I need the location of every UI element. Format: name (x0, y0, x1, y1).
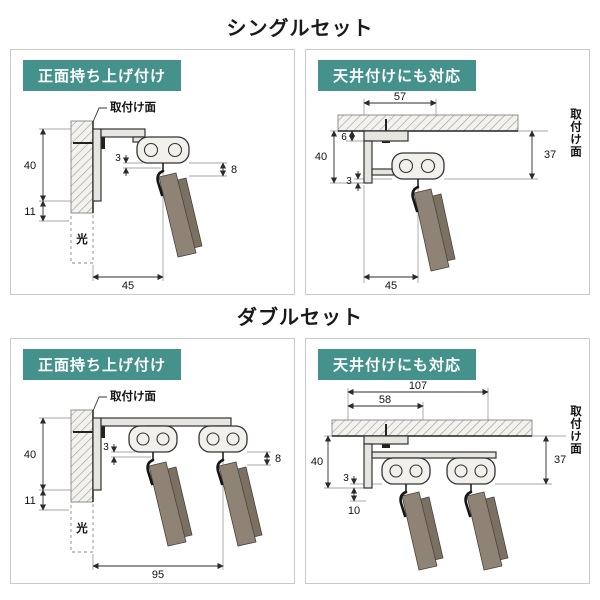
dimensions: 57 6 40 3 37 45 (314, 91, 555, 291)
dim-58-label: 58 (378, 394, 390, 406)
diagram-single-ceiling: 57 6 40 3 37 45 (314, 91, 555, 291)
dim-107-label: 107 (408, 380, 426, 392)
mount-surface-label-vertical: 取付け面 (569, 108, 581, 158)
light-label: 光 (75, 232, 88, 246)
curtain-rear (215, 452, 262, 547)
dim-6-label: 6 (341, 132, 347, 143)
single-panel-row: 正面持ち上げ付け (10, 49, 590, 295)
curtain (410, 179, 455, 272)
curtain-rail-profile-front (380, 457, 431, 485)
panel-header-front-mount: 正面持ち上げ付け (23, 349, 182, 380)
wall-bracket (72, 128, 146, 202)
mount-surface-callout: 取付け面 (92, 389, 156, 412)
dim-40-label: 40 (310, 456, 322, 468)
diagram-double-ceiling: 107 58 40 3 10 37 (310, 380, 566, 571)
curtain-rear (463, 484, 508, 571)
mount-surface-label-vertical: 取付け面 (569, 405, 581, 455)
double-panel-row: 正面持ち上げ付け (10, 338, 590, 584)
panel-double-front: 正面持ち上げ付け (10, 338, 295, 584)
mount-surface-callout: 取付け面 (92, 100, 156, 123)
curtain-rail-profile (390, 152, 445, 180)
dim-10-label: 10 (347, 505, 359, 517)
mount-surface-label: 取付け面 (110, 100, 156, 114)
dim-8-label: 8 (275, 453, 281, 465)
dim-11-label: 11 (24, 206, 35, 218)
panel-header-ceiling-mount: 天井付けにも対応 (318, 60, 477, 91)
dim-40-label: 40 (23, 160, 35, 172)
dim-45-label: 45 (121, 280, 133, 291)
ceiling-bracket (362, 424, 497, 489)
ceiling (337, 114, 518, 132)
dim-3-label: 3 (346, 176, 352, 187)
curtain-rail-profile-rear (197, 425, 248, 453)
panel-header-ceiling-mount: 天井付けにも対応 (318, 349, 477, 380)
dim-8-label: 8 (231, 164, 237, 176)
dim-57-label: 57 (393, 91, 405, 103)
curtain-front (398, 484, 443, 571)
panel-header-front-mount: 正面持ち上げ付け (23, 60, 182, 91)
section-title-single: シングルセット (226, 18, 374, 40)
ceiling (331, 419, 532, 437)
panel-double-ceiling: 天井付けにも対応 (305, 338, 590, 584)
dim-11-label: 11 (24, 495, 35, 507)
curtain (155, 163, 202, 258)
diagram-single-front: 光 (23, 100, 237, 291)
extension-lines (38, 128, 227, 281)
dimensions: 107 58 40 3 10 37 (310, 380, 565, 517)
panel-single-front: 正面持ち上げ付け (10, 49, 295, 295)
curtain-rail-profile-rear (445, 457, 496, 485)
curtain-front (145, 452, 192, 547)
dimensions: 40 11 3 8 45 (23, 128, 237, 291)
curtain-rail-profile-front (127, 425, 178, 453)
dim-37-label: 37 (544, 149, 556, 161)
dim-45-label: 45 (384, 280, 396, 291)
light-label: 光 (75, 521, 88, 535)
dim-37-label: 37 (554, 454, 566, 466)
dim-40-label: 40 (314, 151, 326, 163)
dim-3-label: 3 (343, 473, 349, 484)
dim-3-label: 3 (115, 153, 121, 164)
extension-lines (323, 388, 566, 502)
dim-40-label: 40 (23, 449, 35, 461)
panel-single-ceiling: 天井付けにも対応 (305, 49, 590, 295)
dimensions: 40 11 3 8 95 (23, 417, 281, 580)
curtain-rail-profile (135, 136, 190, 164)
dim-95-label: 95 (151, 569, 163, 580)
diagram-double-front: 光 (23, 389, 281, 580)
dim-3-label: 3 (103, 442, 109, 453)
section-title-double: ダブルセット (237, 307, 363, 329)
mount-surface-label: 取付け面 (110, 389, 156, 403)
